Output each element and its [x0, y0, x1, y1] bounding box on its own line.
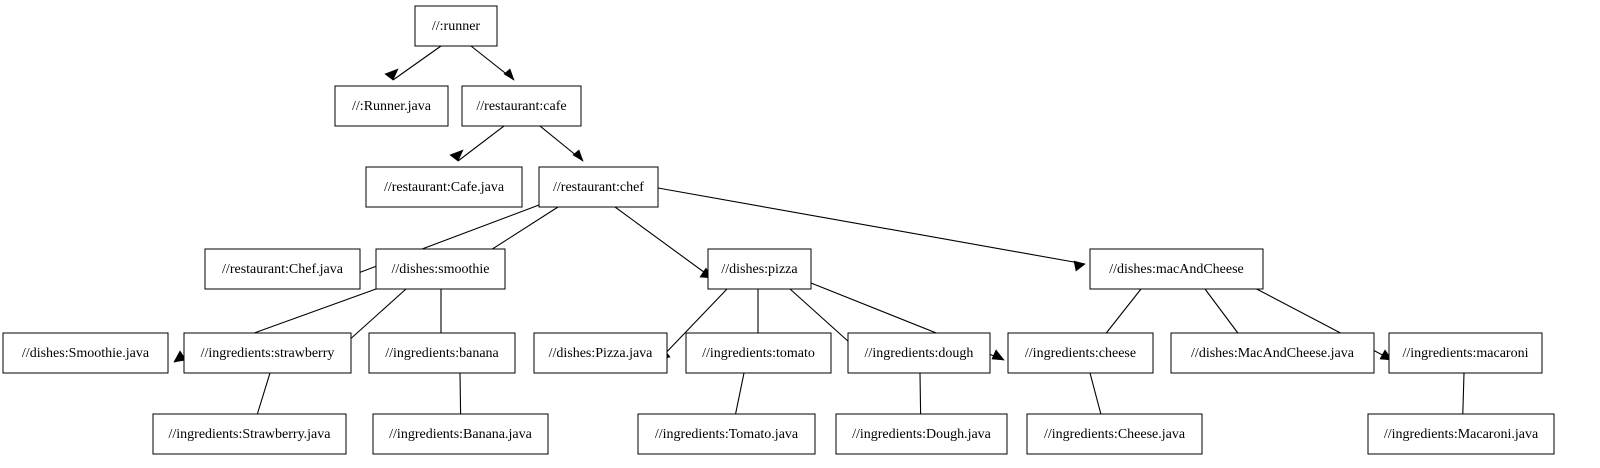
graph-node-banana_java[interactable]: //ingredients:Banana.java — [372, 413, 549, 455]
node-label: //ingredients:Macaroni.java — [1384, 427, 1539, 442]
node-box[interactable] — [2, 332, 169, 374]
graph-node-runner_java[interactable]: //:Runner.java — [334, 85, 449, 127]
edge-arrowhead-icon — [572, 149, 584, 162]
node-label: //dishes:pizza — [721, 262, 798, 277]
graph-node-restaurant_chef[interactable]: //restaurant:chef — [538, 166, 659, 208]
node-box[interactable] — [847, 332, 991, 374]
graph-node-chef_java[interactable]: //restaurant:Chef.java — [204, 248, 361, 290]
node-box[interactable] — [365, 166, 523, 208]
graph-node-dishes_smoothie[interactable]: //dishes:smoothie — [375, 248, 506, 290]
graph-node-ing_cheese[interactable]: //ingredients:cheese — [1007, 332, 1154, 374]
node-label: //ingredients:strawberry — [201, 346, 335, 361]
graph-node-tomato_java[interactable]: //ingredients:Tomato.java — [637, 413, 816, 455]
graph-node-ing_macaroni[interactable]: //ingredients:macaroni — [1388, 332, 1543, 374]
graph-node-pizza_java[interactable]: //dishes:Pizza.java — [533, 332, 668, 374]
edge-arrowhead-icon — [449, 149, 464, 162]
node-label: //dishes:Smoothie.java — [22, 346, 150, 361]
edge-line — [392, 45, 442, 81]
edge-restaurant_chef-to-dishes_macandchee — [657, 187, 1086, 272]
edge-runner-to-runner_java — [384, 45, 442, 81]
node-label: //ingredients:dough — [865, 346, 974, 361]
node-box[interactable] — [1170, 332, 1375, 374]
node-box[interactable] — [375, 248, 506, 290]
edge-arrowhead-icon — [384, 68, 399, 81]
graph-node-smoothie_java[interactable]: //dishes:Smoothie.java — [2, 332, 169, 374]
graph-node-macandcheese_java[interactable]: //dishes:MacAndCheese.java — [1170, 332, 1375, 374]
node-box[interactable] — [685, 332, 832, 374]
edge-arrowhead-icon — [1073, 260, 1086, 272]
graph-node-ing_banana[interactable]: //ingredients:banana — [368, 332, 516, 374]
node-box[interactable] — [183, 332, 352, 374]
graph-node-cafe_java[interactable]: //restaurant:Cafe.java — [365, 166, 523, 208]
graph-node-dishes_macandchee[interactable]: //dishes:macAndCheese — [1089, 248, 1264, 290]
node-label: //dishes:smoothie — [392, 262, 490, 277]
node-label: //ingredients:macaroni — [1403, 346, 1529, 361]
node-label: //ingredients:cheese — [1025, 346, 1136, 361]
edge-runner-to-restaurant_cafe — [470, 45, 515, 81]
graph-node-restaurant_cafe[interactable]: //restaurant:cafe — [461, 85, 582, 127]
edge-restaurant_chef-to-dishes_pizza — [614, 206, 713, 279]
graph-node-macaroni_java[interactable]: //ingredients:Macaroni.java — [1367, 413, 1555, 455]
node-box[interactable] — [461, 85, 582, 127]
graph-node-cheese_java[interactable]: //ingredients:Cheese.java — [1026, 413, 1203, 455]
node-label: //dishes:MacAndCheese.java — [1191, 346, 1355, 361]
graph-node-runner[interactable]: //:runner — [414, 5, 498, 47]
node-label: //:Runner.java — [352, 99, 432, 114]
node-label: //ingredients:Dough.java — [852, 427, 992, 442]
graph-node-dishes_pizza[interactable]: //dishes:pizza — [707, 248, 812, 290]
node-box[interactable] — [707, 248, 812, 290]
node-label: //ingredients:Banana.java — [389, 427, 532, 442]
edge-restaurant_cafe-to-restaurant_chef — [539, 125, 584, 162]
edge-arrowhead-icon — [503, 68, 515, 81]
node-box[interactable] — [152, 413, 347, 455]
nodes-layer: //:runner //:Runner.java //restaurant:cafe… — [2, 5, 1555, 455]
graph-node-ing_strawberry[interactable]: //ingredients:strawberry — [183, 332, 352, 374]
edge-line — [457, 125, 505, 162]
node-label: //restaurant:chef — [553, 180, 644, 195]
edge-line — [614, 206, 713, 279]
node-label: //restaurant:Cafe.java — [384, 180, 505, 195]
graph-node-dough_java[interactable]: //ingredients:Dough.java — [835, 413, 1008, 455]
node-box[interactable] — [835, 413, 1008, 455]
node-box[interactable] — [637, 413, 816, 455]
node-box[interactable] — [334, 85, 449, 127]
node-label: //ingredients:Strawberry.java — [169, 427, 332, 442]
edge-arrowhead-icon — [991, 349, 1005, 361]
edge-arrowhead-icon — [173, 350, 187, 363]
node-label: //dishes:macAndCheese — [1109, 262, 1244, 277]
graph-node-strawberry_java[interactable]: //ingredients:Strawberry.java — [152, 413, 347, 455]
graph-node-ing_tomato[interactable]: //ingredients:tomato — [685, 332, 832, 374]
edge-restaurant_cafe-to-cafe_java — [449, 125, 505, 162]
edge-line — [657, 187, 1086, 265]
node-label: //:runner — [432, 19, 481, 34]
node-box[interactable] — [414, 5, 498, 47]
node-label: //dishes:Pizza.java — [549, 346, 654, 361]
node-box[interactable] — [1089, 248, 1264, 290]
node-box[interactable] — [1007, 332, 1154, 374]
node-label: //ingredients:tomato — [702, 346, 815, 361]
node-label: //ingredients:Tomato.java — [655, 427, 799, 442]
node-label: //ingredients:Cheese.java — [1044, 427, 1186, 442]
node-label: //ingredients:banana — [385, 346, 499, 361]
node-box[interactable] — [533, 332, 668, 374]
node-box[interactable] — [1026, 413, 1203, 455]
edge-line — [658, 288, 728, 361]
graph-node-ing_dough[interactable]: //ingredients:dough — [847, 332, 991, 374]
node-label: //restaurant:Chef.java — [222, 262, 344, 277]
node-label: //restaurant:cafe — [476, 99, 566, 114]
node-box[interactable] — [1367, 413, 1555, 455]
node-box[interactable] — [368, 332, 516, 374]
node-box[interactable] — [538, 166, 659, 208]
node-box[interactable] — [204, 248, 361, 290]
node-box[interactable] — [1388, 332, 1543, 374]
node-box[interactable] — [372, 413, 549, 455]
